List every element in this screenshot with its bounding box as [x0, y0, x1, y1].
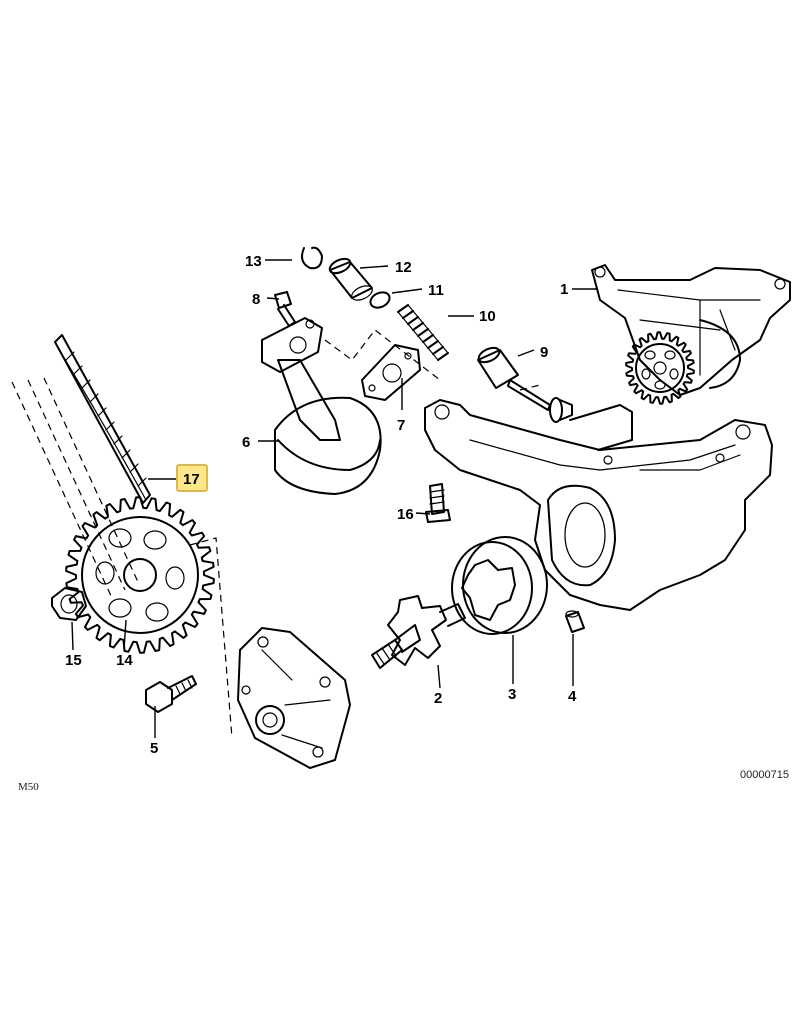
part-17-chain[interactable]: [54, 334, 151, 504]
callout-3[interactable]: 3: [508, 686, 516, 703]
callout-4[interactable]: 4: [568, 688, 577, 705]
callout-9[interactable]: 9: [540, 344, 548, 361]
diagram-number: 00000715: [740, 769, 789, 781]
part-9-piston[interactable]: [476, 345, 573, 423]
callout-10[interactable]: 10: [479, 308, 496, 325]
part-3-outer-rotor[interactable]: [451, 536, 548, 635]
engine-code: M50: [18, 781, 39, 793]
callout-6[interactable]: 6: [242, 434, 250, 451]
part-10-spring[interactable]: [397, 304, 449, 361]
callout-2[interactable]: 2: [434, 690, 442, 707]
alignment-lines: [11, 329, 541, 739]
callout-1[interactable]: 1: [560, 281, 568, 298]
callout-13[interactable]: 13: [245, 253, 262, 270]
callout-labels: 13 12 11 10 9 1 8 7 6 16 17 14 15 5 2 3 …: [65, 253, 577, 757]
callout-15[interactable]: 15: [65, 652, 82, 669]
callout-17[interactable]: 17: [183, 471, 200, 488]
part-1-oil-pump-assembly[interactable]: [591, 264, 791, 405]
callout-7[interactable]: 7: [397, 417, 405, 434]
part-8-bolt[interactable]: [274, 291, 296, 327]
part-6-oil-pickup[interactable]: [261, 317, 382, 495]
callout-12[interactable]: 12: [395, 259, 412, 276]
part-11-o-ring[interactable]: [368, 289, 392, 310]
part-16-bolt[interactable]: [425, 483, 451, 523]
callout-17-highlight: [176, 464, 208, 492]
callout-16[interactable]: 16: [397, 506, 414, 523]
part-14-sprocket[interactable]: [65, 496, 215, 654]
part-2-inner-rotor[interactable]: [371, 595, 466, 669]
leader-lines: [71, 259, 598, 738]
callout-14[interactable]: 14: [116, 652, 133, 669]
part-5-bolt[interactable]: [145, 675, 197, 713]
pump-cover-plate[interactable]: [237, 627, 351, 769]
part-13-circlip[interactable]: [301, 246, 323, 270]
part-4-dowel-sleeve[interactable]: [565, 610, 585, 633]
callout-8[interactable]: 8: [252, 291, 260, 308]
callout-5[interactable]: 5: [150, 740, 158, 757]
part-12-sleeve[interactable]: [327, 256, 374, 303]
callout-11[interactable]: 11: [428, 282, 444, 299]
pump-body-housing[interactable]: [424, 399, 773, 611]
part-15-nut[interactable]: [51, 587, 87, 621]
part-7-gasket[interactable]: [361, 344, 421, 401]
